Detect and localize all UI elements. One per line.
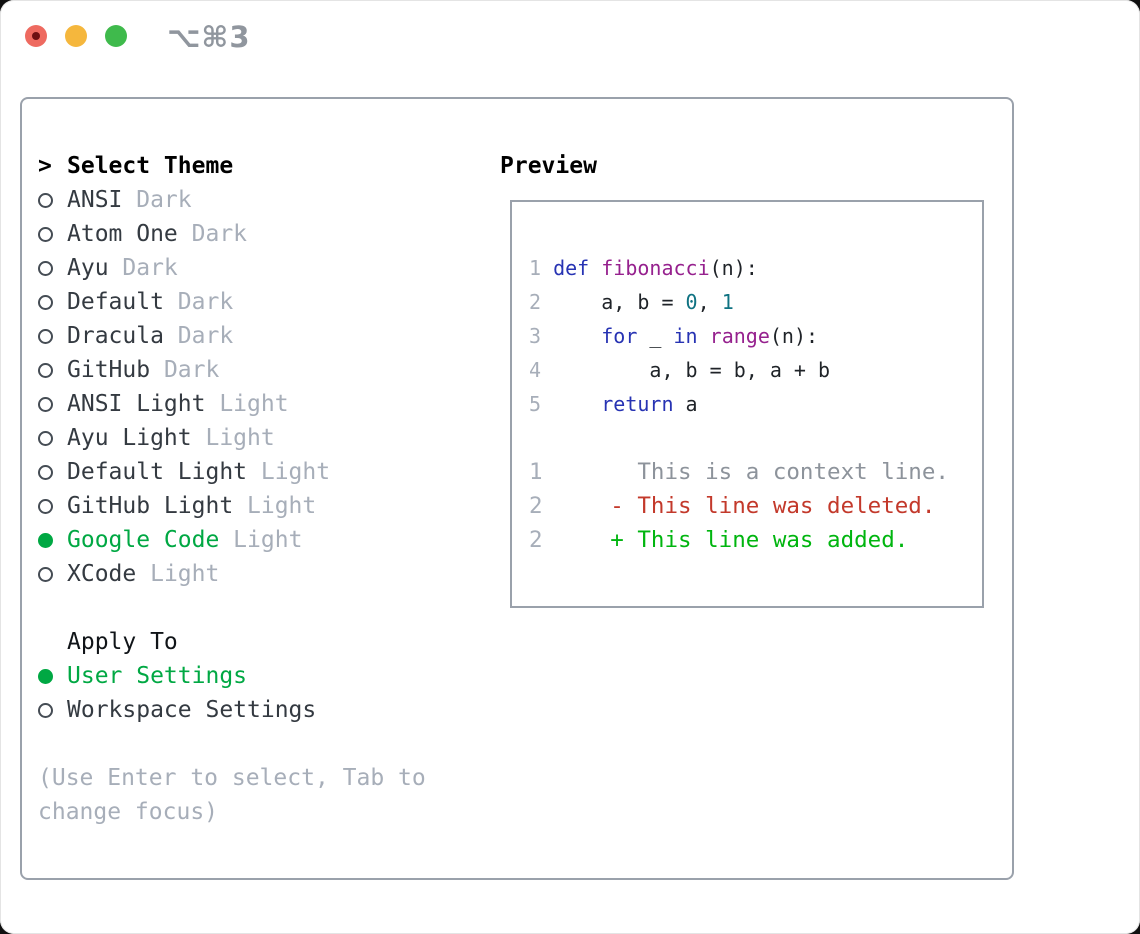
item-label: GitHub Light — [67, 493, 234, 519]
select-theme-title: Select Theme — [67, 153, 234, 179]
item-label: ANSI — [67, 187, 123, 213]
line-number: 5 — [529, 392, 554, 416]
item-label: XCode — [67, 561, 137, 587]
window-shortcut-label: ⌥⌘3 — [167, 20, 251, 54]
code-line: 2 a, b = 0, 1 — [529, 290, 734, 314]
preview-title: Preview — [500, 153, 597, 179]
theme-item-github-light[interactable]: GitHub Light Light — [38, 489, 426, 523]
item-label: Default — [67, 289, 164, 315]
line-number: 2 — [529, 527, 611, 553]
item-label: Default Light — [67, 459, 248, 485]
line-number: 3 — [529, 324, 554, 348]
radio-icon — [38, 260, 53, 276]
item-variant-label: Dark — [122, 187, 192, 213]
apply-option-user-settings[interactable]: User Settings — [38, 659, 426, 693]
help-text-line2: change focus) — [38, 799, 219, 825]
theme-item-ansi[interactable]: ANSI Dark — [38, 183, 426, 217]
item-variant-label: Dark — [108, 255, 178, 281]
help-text-line1: (Use Enter to select, Tab to — [38, 765, 426, 791]
minimize-button[interactable] — [65, 25, 87, 47]
title-bar: ⌥⌘3 — [0, 0, 1140, 74]
item-variant-label: Light — [205, 391, 289, 417]
line-number: 2 — [529, 290, 554, 314]
apply-to-title: Apply To — [67, 629, 178, 655]
apply-option-workspace-settings[interactable]: Workspace Settings — [38, 693, 426, 727]
item-variant-label: Dark — [177, 221, 248, 247]
prompt-icon: > — [38, 153, 52, 179]
apply-to-header: Apply To — [38, 625, 426, 659]
theme-item-ayu[interactable]: Ayu Dark — [38, 251, 426, 285]
item-label: Google Code — [67, 527, 220, 553]
item-label: Ayu — [67, 255, 109, 281]
code-preview: 1 def fibonacci(n): 2 a, b = 0, 1 3 for _ … — [529, 251, 949, 557]
line-number: 4 — [529, 358, 554, 382]
theme-item-dracula[interactable]: Dracula Dark — [38, 319, 426, 353]
theme-item-xcode[interactable]: XCode Light — [38, 557, 426, 591]
theme-item-ansi-light[interactable]: ANSI Light Light — [38, 387, 426, 421]
select-theme-header: > Select Theme — [38, 149, 426, 183]
line-number: 1 — [529, 459, 611, 485]
radio-selected-icon — [38, 668, 53, 684]
code-line: 3 for _ in range(n): — [529, 324, 819, 348]
code-line: 5 return a — [529, 392, 698, 416]
radio-icon — [38, 294, 53, 310]
theme-item-default[interactable]: Default Dark — [38, 285, 426, 319]
radio-icon — [38, 464, 53, 480]
item-variant-label: Light — [219, 527, 303, 553]
zoom-button[interactable] — [105, 25, 127, 47]
item-label: Ayu Light — [67, 425, 192, 451]
code-blank-line — [529, 421, 949, 455]
item-variant-label: Light — [136, 561, 220, 587]
diff-line-context: 1 This is a context line. — [529, 459, 949, 485]
theme-item-github[interactable]: GitHub Dark — [38, 353, 426, 387]
code-line: 4 a, b = b, a + b — [529, 358, 831, 382]
item-variant-label: Light — [247, 459, 331, 485]
item-variant-label: Light — [233, 493, 317, 519]
radio-icon — [38, 328, 53, 344]
close-button[interactable] — [25, 25, 47, 47]
theme-item-atom-one[interactable]: Atom One Dark — [38, 217, 426, 251]
item-label: Dracula — [67, 323, 164, 349]
theme-item-ayu-light[interactable]: Ayu Light Light — [38, 421, 426, 455]
radio-icon — [38, 702, 53, 718]
spacer-row — [38, 727, 426, 761]
theme-item-google-code[interactable]: Google Code Light — [38, 523, 426, 557]
item-label: Atom One — [67, 221, 178, 247]
item-label: ANSI Light — [67, 391, 206, 417]
radio-icon — [38, 498, 53, 514]
line-number: 1 — [529, 256, 554, 280]
theme-item-default-light[interactable]: Default Light Light — [38, 455, 426, 489]
item-label: User Settings — [67, 663, 248, 689]
code-line: 1 def fibonacci(n): — [529, 256, 758, 280]
item-variant-label: Dark — [150, 357, 220, 383]
unsaved-dot-icon — [32, 32, 40, 40]
diff-line-deleted: 2 - This line was deleted. — [529, 493, 936, 519]
spacer-row — [38, 591, 426, 625]
radio-icon — [38, 430, 53, 446]
radio-icon — [38, 396, 53, 412]
item-variant-label: Dark — [163, 323, 234, 349]
item-variant-label: Dark — [163, 289, 234, 315]
radio-icon — [38, 192, 53, 208]
diff-line-added: 2 + This line was added. — [529, 527, 909, 553]
radio-icon — [38, 362, 53, 378]
item-label: GitHub — [67, 357, 151, 383]
item-label: Workspace Settings — [67, 697, 317, 723]
preview-pane: 1 def fibonacci(n): 2 a, b = 0, 1 3 for _ … — [510, 200, 984, 608]
radio-icon — [38, 566, 53, 582]
radio-icon — [38, 226, 53, 242]
line-number: 2 — [529, 493, 611, 519]
radio-selected-icon — [38, 532, 53, 548]
item-variant-label: Light — [191, 425, 275, 451]
